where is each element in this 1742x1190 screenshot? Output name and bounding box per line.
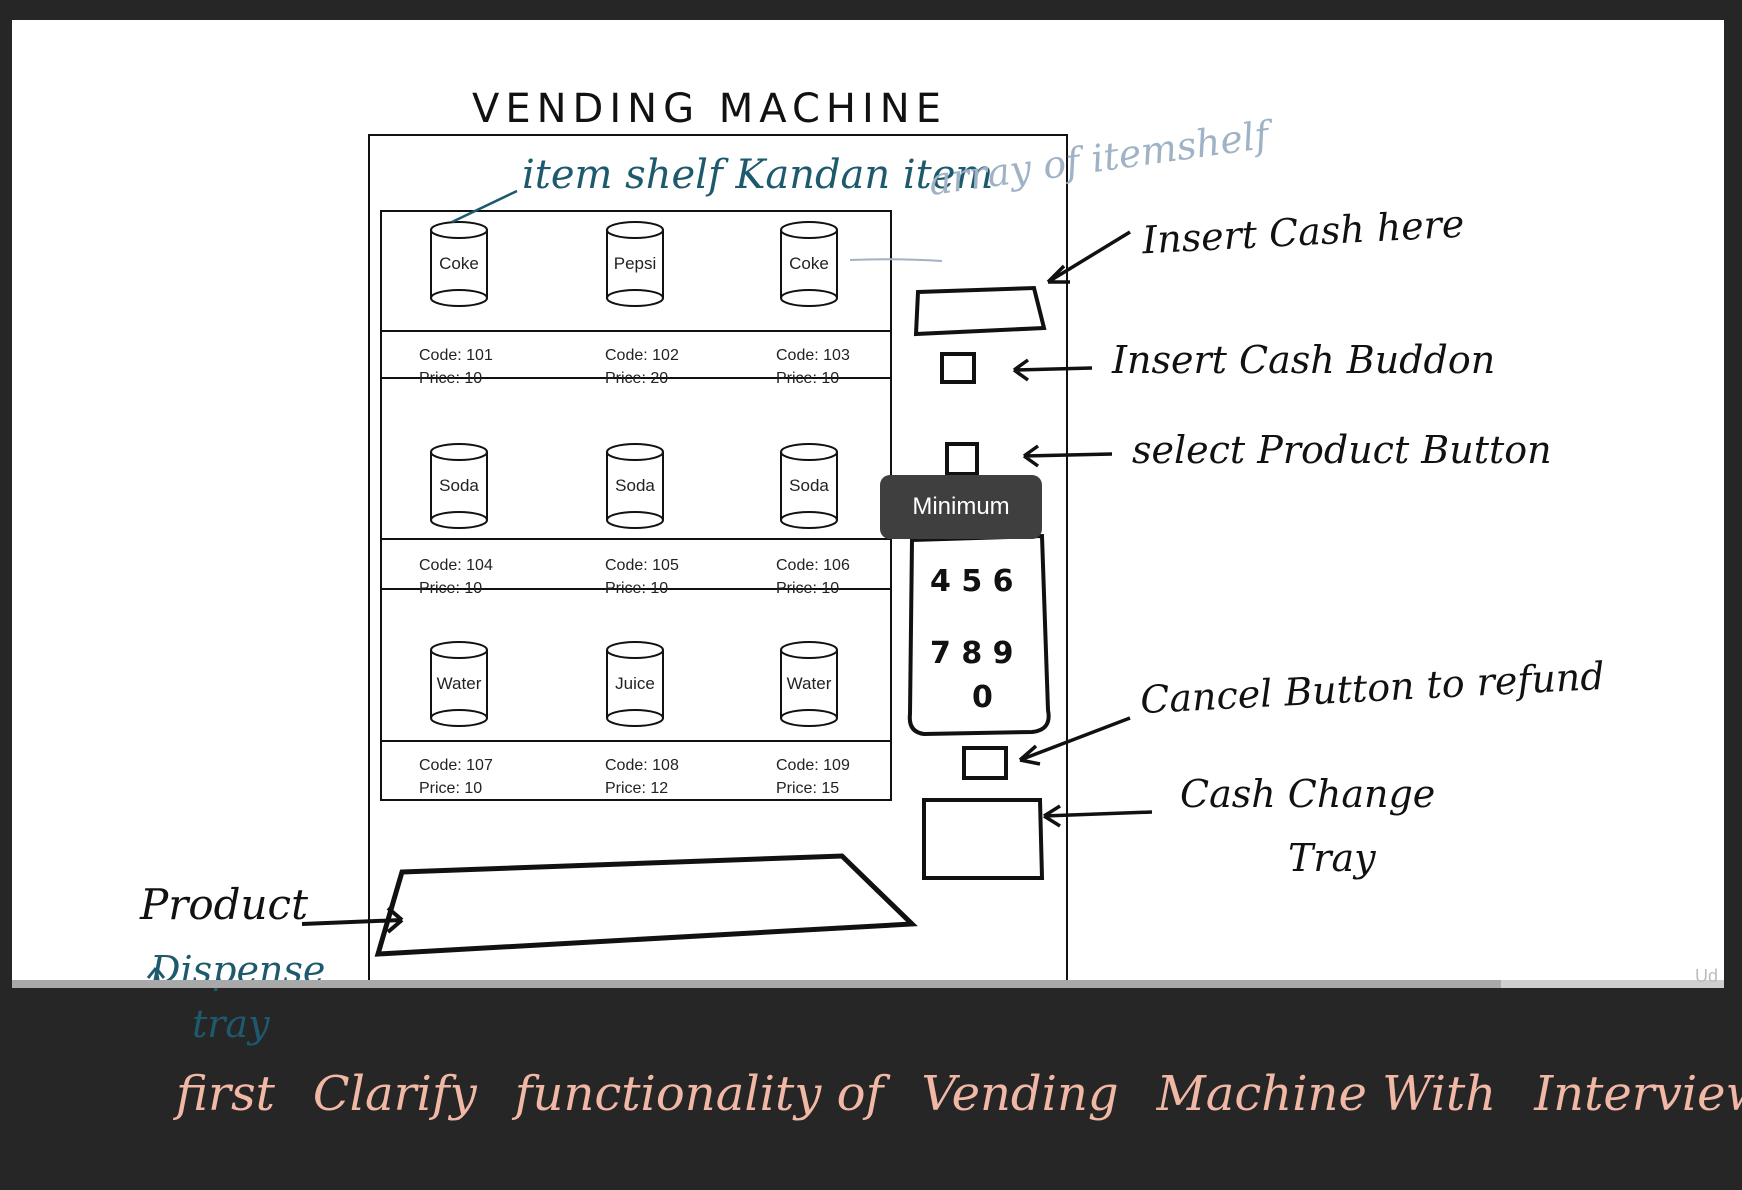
insert-cash-arrow [1046,230,1131,284]
product-code: Code: 103 [776,347,850,364]
product-can [780,443,838,529]
caption-word: first [176,1066,275,1122]
dispense-tray-shape [374,853,918,957]
product-can [606,641,664,727]
product-code: Code: 106 [776,557,850,574]
product-name: Coke [789,254,829,273]
keypad-row-3: 7 8 9 [930,636,1014,671]
caption-bar: first Clarify functionality of Vending M… [176,1066,1742,1122]
product-price: Price: 10 [776,580,840,597]
product-name: Water [786,674,832,693]
product-can [430,641,488,727]
select-product-button-arrow [1022,444,1113,468]
caption-word: Clarify [312,1066,477,1122]
keypad-shape [907,533,1051,737]
product-code: Code: 108 [605,757,679,774]
cans-layer [430,221,838,727]
product-name: Soda [789,476,829,495]
machine-body [368,134,1068,984]
product-name: Pepsi [613,254,657,273]
product-name: Water [436,674,482,693]
product-name: Coke [439,254,479,273]
product-price: Price: 12 [605,780,669,797]
product-name: Soda [615,476,655,495]
product-can [780,641,838,727]
brand-logo: Ud [1694,966,1718,986]
product-code: Code: 104 [419,557,493,574]
product-code: Code: 102 [605,347,679,364]
caption-word: functionality of [514,1066,884,1122]
video-progress-bar[interactable] [12,980,1724,988]
product-price: Price: 10 [419,580,483,597]
product-price: Price: 15 [776,780,840,797]
product-price: Price: 10 [776,370,840,387]
dispense-tray-label: tray [192,1002,270,1046]
dispense-tray-arrow [301,906,404,934]
item-shelf-arrow [451,189,518,224]
item-shelf-frame [380,210,892,801]
product-can [430,443,488,529]
whiteboard-canvas: VENDING MACHINE item shelf Kandan item a… [12,20,1724,1046]
product-can [430,221,488,307]
insert-cash-button-arrow [1012,358,1093,382]
insert-cash-button-shape [940,352,976,384]
caption-word: Machine With [1156,1066,1497,1122]
change-tray-shape [922,798,1045,880]
drawing-layer [146,134,1153,984]
product-code: Code: 107 [419,757,493,774]
product-can [606,443,664,529]
product-code: Code: 105 [605,557,679,574]
product-price: Price: 10 [419,370,483,387]
tray-label: Tray [1288,836,1376,880]
page-title: VENDING MACHINE [472,86,947,132]
product-code: Code: 101 [419,347,493,364]
keypad-row-4: 0 [972,680,993,715]
product-can [780,221,838,307]
select-product-button-label: select Product Button [1132,428,1552,472]
select-product-button-shape [945,442,979,476]
keypad-row-2: 4 5 6 [930,564,1014,599]
product-name: Soda [439,476,479,495]
caption-word: Vending [921,1066,1119,1122]
product-label: Product [140,880,308,929]
item-shelf-annotation: item shelf Kandan item [522,152,994,198]
cancel-button-shape [962,746,1008,780]
product-price: Price: 10 [605,580,669,597]
array-arrow [849,258,943,262]
cancel-button-arrow [1018,716,1131,766]
product-can [606,221,664,307]
cash-change-label: Cash Change [1180,772,1436,816]
product-price: Price: 10 [419,780,483,797]
product-name: Juice [615,674,655,693]
caption-word: Interviewer [1534,1066,1742,1122]
insert-cash-button-label: Insert Cash Buddon [1112,338,1496,382]
video-progress-fill [12,980,1502,988]
product-code: Code: 109 [776,757,850,774]
product-price: Price: 20 [605,370,669,387]
change-tray-arrow [1043,804,1153,828]
cash-slot-shape [913,285,1047,337]
tooltip-minimum: Minimum [880,475,1042,539]
